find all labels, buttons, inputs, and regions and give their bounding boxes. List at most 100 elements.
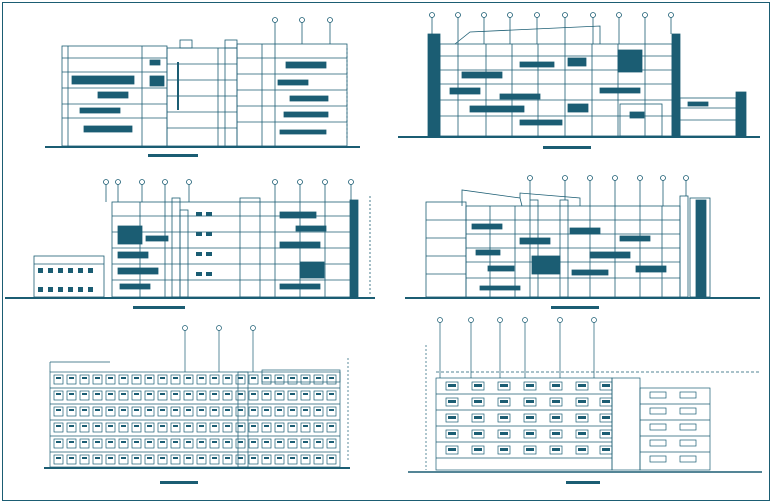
window bbox=[170, 454, 181, 465]
window bbox=[326, 374, 337, 385]
window bbox=[526, 448, 534, 451]
window bbox=[173, 377, 178, 379]
window-band bbox=[71, 75, 135, 85]
window bbox=[313, 406, 324, 417]
window bbox=[649, 407, 667, 415]
window bbox=[235, 374, 246, 385]
window bbox=[56, 457, 61, 459]
window bbox=[144, 374, 155, 385]
window bbox=[578, 448, 586, 451]
window bbox=[199, 425, 204, 427]
window bbox=[105, 454, 116, 465]
window bbox=[313, 374, 324, 385]
window bbox=[552, 448, 560, 451]
window bbox=[552, 384, 560, 387]
window bbox=[575, 445, 589, 455]
window bbox=[235, 454, 246, 465]
window bbox=[212, 425, 217, 427]
window bbox=[261, 390, 272, 401]
window bbox=[500, 416, 508, 419]
window bbox=[248, 406, 259, 417]
window bbox=[173, 393, 178, 395]
window bbox=[277, 377, 282, 379]
window bbox=[186, 377, 191, 379]
window bbox=[326, 454, 337, 465]
window bbox=[79, 374, 90, 385]
window bbox=[173, 409, 178, 411]
window bbox=[131, 438, 142, 449]
grid-markers bbox=[437, 317, 597, 378]
window bbox=[523, 429, 537, 439]
window bbox=[222, 374, 233, 385]
building-block bbox=[639, 387, 711, 471]
window bbox=[445, 429, 459, 439]
window bbox=[199, 393, 204, 395]
window bbox=[105, 390, 116, 401]
window bbox=[225, 393, 230, 395]
window bbox=[157, 438, 168, 449]
window bbox=[264, 425, 269, 427]
window bbox=[326, 390, 337, 401]
window bbox=[53, 390, 64, 401]
window bbox=[602, 416, 610, 419]
window bbox=[157, 454, 168, 465]
window bbox=[445, 397, 459, 407]
window bbox=[471, 445, 485, 455]
window bbox=[523, 397, 537, 407]
window bbox=[290, 393, 295, 395]
window bbox=[329, 441, 334, 443]
window bbox=[105, 438, 116, 449]
window bbox=[445, 445, 459, 455]
window bbox=[300, 406, 311, 417]
window bbox=[300, 438, 311, 449]
elevation-5 bbox=[44, 325, 350, 484]
window bbox=[497, 445, 511, 455]
window bbox=[578, 384, 586, 387]
window bbox=[599, 445, 613, 455]
building-block bbox=[236, 43, 348, 147]
window bbox=[108, 457, 113, 459]
window bbox=[170, 390, 181, 401]
window bbox=[235, 438, 246, 449]
window bbox=[578, 400, 586, 403]
window bbox=[69, 457, 74, 459]
window bbox=[329, 409, 334, 411]
window bbox=[251, 425, 256, 427]
window bbox=[290, 441, 295, 443]
window bbox=[222, 406, 233, 417]
window bbox=[251, 409, 256, 411]
window bbox=[248, 422, 259, 433]
window bbox=[92, 374, 103, 385]
window bbox=[56, 409, 61, 411]
window bbox=[173, 457, 178, 459]
window bbox=[238, 409, 243, 411]
window bbox=[251, 377, 256, 379]
window bbox=[118, 374, 129, 385]
window bbox=[303, 457, 308, 459]
window bbox=[274, 374, 285, 385]
window bbox=[471, 429, 485, 439]
window bbox=[222, 438, 233, 449]
window bbox=[602, 384, 610, 387]
window bbox=[173, 425, 178, 427]
window bbox=[121, 409, 126, 411]
window bbox=[134, 393, 139, 395]
window bbox=[287, 454, 298, 465]
window bbox=[602, 400, 610, 403]
window bbox=[448, 432, 456, 435]
elevation-4 bbox=[405, 175, 760, 309]
window bbox=[277, 425, 282, 427]
window bbox=[274, 422, 285, 433]
window bbox=[108, 393, 113, 395]
window bbox=[552, 400, 560, 403]
window bbox=[599, 429, 613, 439]
window bbox=[199, 377, 204, 379]
window bbox=[118, 438, 129, 449]
window bbox=[287, 390, 298, 401]
window bbox=[209, 422, 220, 433]
window bbox=[82, 425, 87, 427]
window bbox=[303, 441, 308, 443]
window bbox=[313, 422, 324, 433]
window bbox=[53, 438, 64, 449]
